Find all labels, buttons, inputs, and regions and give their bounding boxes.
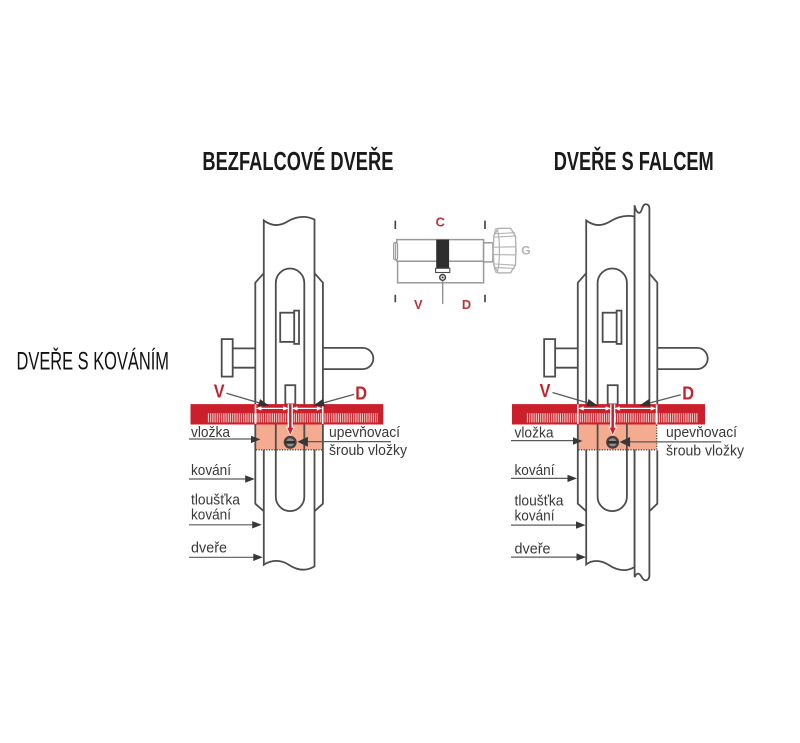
svg-text:kování: kování [191,507,231,523]
svg-text:dveře: dveře [515,541,551,557]
svg-text:D: D [462,297,471,312]
svg-text:tloušťka: tloušťka [515,494,565,510]
svg-text:dveře: dveře [191,541,227,557]
svg-text:D: D [682,383,694,404]
svg-text:DVEŘE S KOVÁNÍM: DVEŘE S KOVÁNÍM [17,346,170,375]
svg-text:šroub vložky: šroub vložky [666,444,745,460]
svg-text:G: G [521,244,530,258]
svg-text:DVEŘE S FALCEM: DVEŘE S FALCEM [554,146,714,176]
svg-text:upevňovací: upevňovací [329,425,400,441]
svg-text:kování: kování [515,509,555,525]
svg-text:vložka: vložka [191,425,231,441]
svg-text:C: C [436,214,445,229]
svg-text:kování: kování [515,463,555,479]
svg-text:vložka: vložka [515,425,555,441]
svg-text:šroub vložky: šroub vložky [329,443,408,459]
svg-text:V: V [540,380,551,401]
svg-text:D: D [355,383,367,404]
svg-text:kování: kování [191,463,231,479]
svg-text:BEZFALCOVÉ DVEŘE: BEZFALCOVÉ DVEŘE [202,146,393,176]
svg-text:tloušťka: tloušťka [191,493,241,509]
svg-text:upevňovací: upevňovací [666,425,737,441]
svg-text:V: V [214,381,225,402]
svg-text:V: V [414,297,423,312]
